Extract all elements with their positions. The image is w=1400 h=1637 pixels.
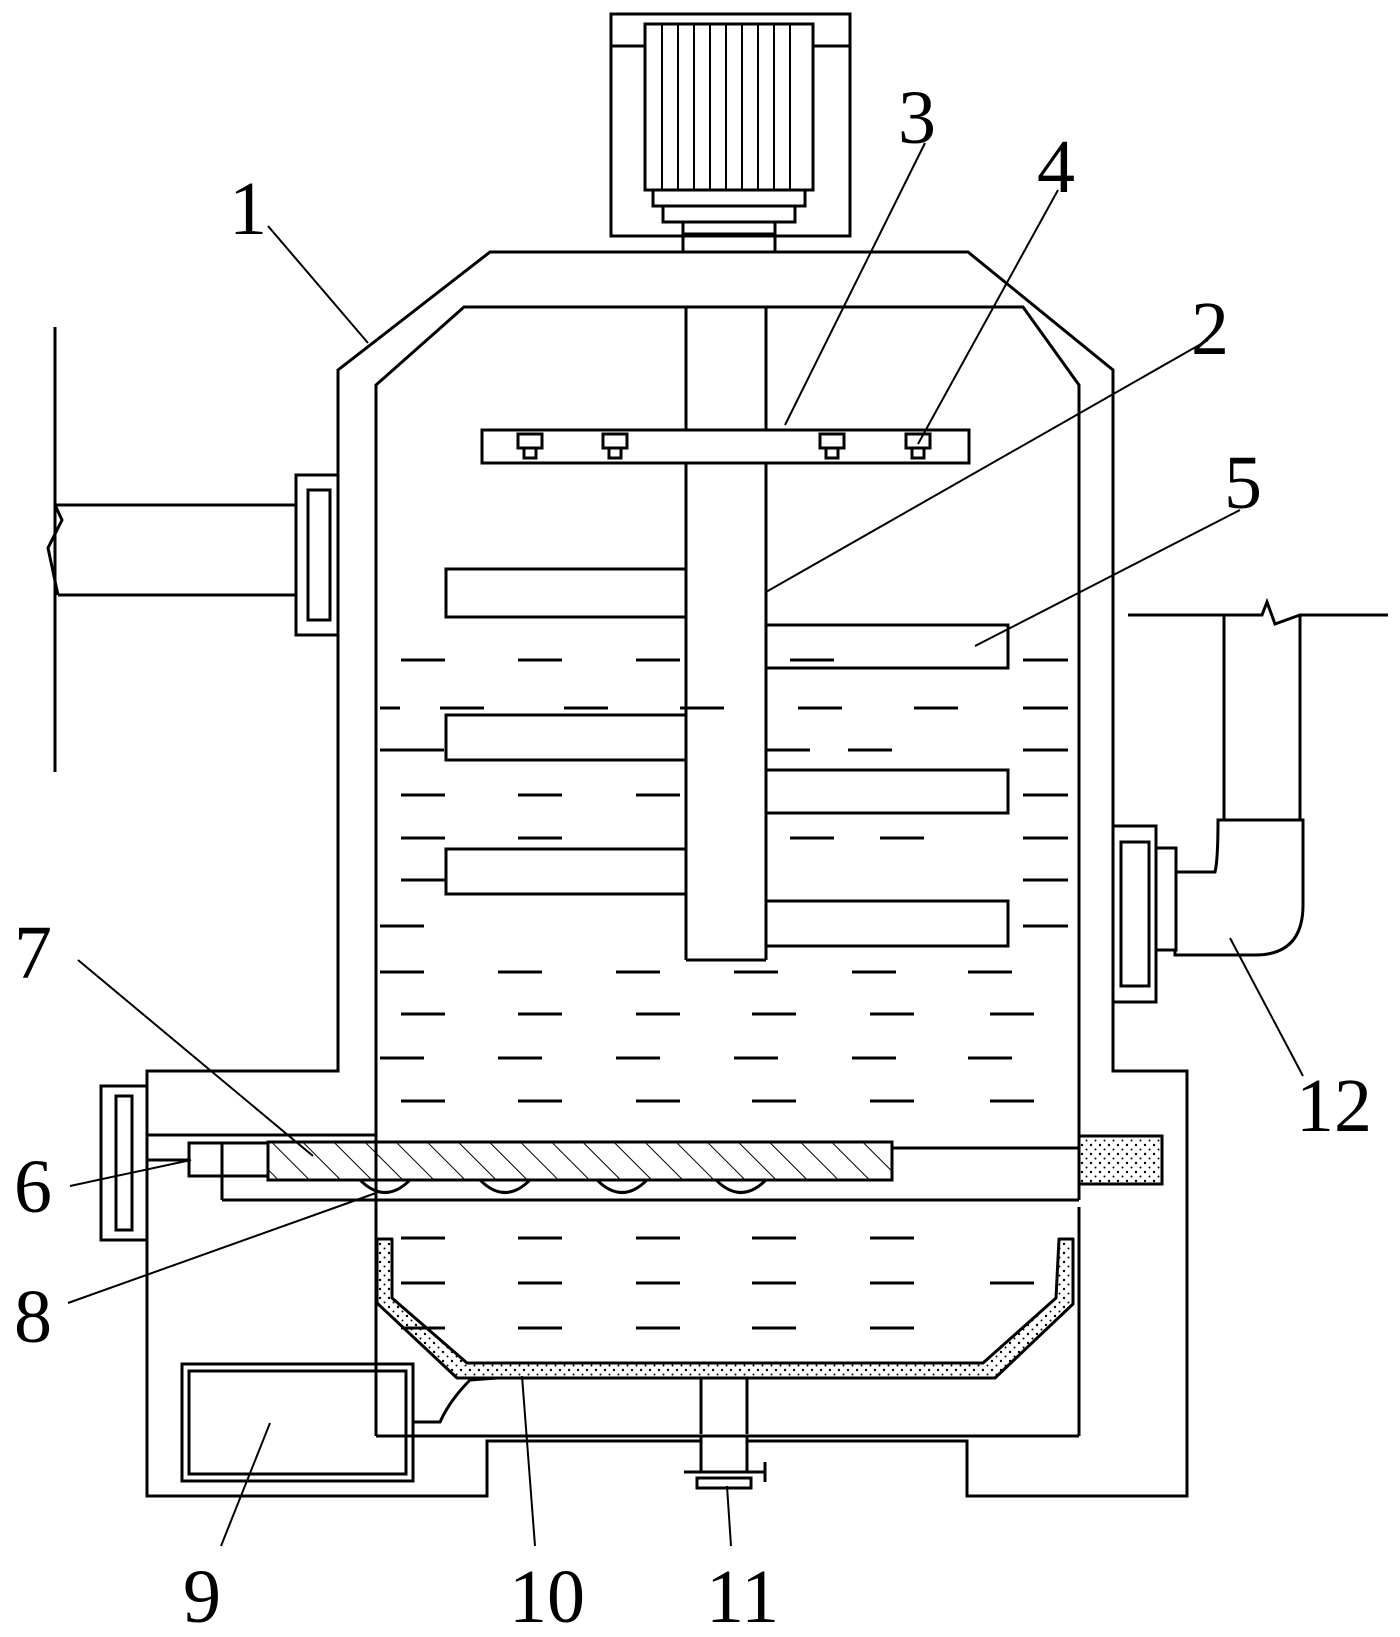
leader-lines [67,142,1304,1547]
rod-sleeve [147,1133,1081,1202]
label-6: 6 [14,1145,52,1229]
label-9: 9 [183,1555,221,1637]
label-11: 11 [706,1555,779,1637]
label-12: 12 [1296,1064,1372,1148]
nozzle [516,432,544,460]
crank-handle [99,1084,149,1242]
label-4: 4 [1037,125,1075,209]
label-2: 2 [1191,287,1229,371]
sealing-block [1077,1134,1164,1186]
label-3: 3 [898,76,936,160]
inlet-pipe [1111,597,1388,1004]
drain-valve [684,1378,767,1490]
label-10: 10 [509,1555,585,1637]
heating-elements [358,1178,768,1194]
heating-rod [266,1140,894,1182]
nozzle [818,432,846,460]
nozzle [904,432,932,460]
stirring-blades [444,567,1010,948]
label-1: 1 [229,167,267,251]
label-7: 7 [14,911,52,995]
liquid [380,658,1068,1330]
motor [609,12,852,252]
control-box [180,1362,498,1483]
spray-bar [480,428,971,465]
label-8: 8 [14,1275,52,1359]
nozzle [601,432,629,460]
label-5: 5 [1224,441,1262,525]
stirring-shaft [684,307,768,962]
filter-screen [375,1237,1075,1380]
left-support-arm [46,327,340,772]
